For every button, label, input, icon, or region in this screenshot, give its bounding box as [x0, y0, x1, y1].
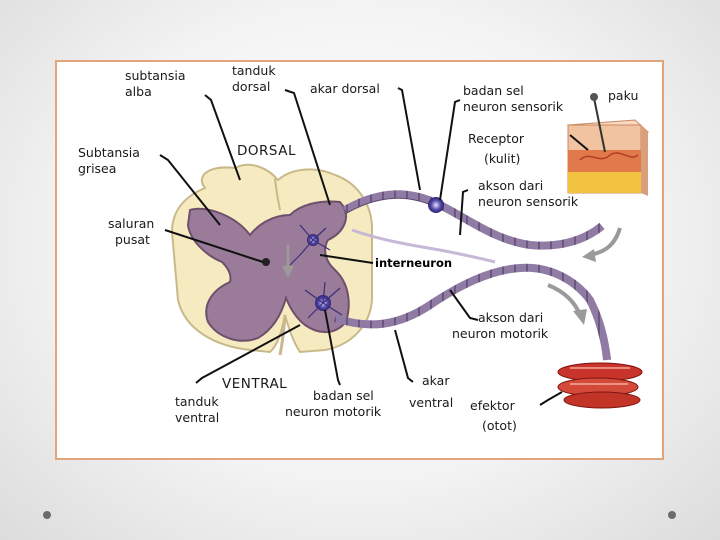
- label-subtansia-alba-1: subtansia: [125, 68, 186, 83]
- pin-head: [590, 93, 598, 101]
- label-akson-sensorik-1: akson dari: [478, 178, 543, 193]
- label-akson-motorik-1: akson dari: [478, 310, 543, 325]
- label-ventral-side: VENTRAL: [222, 376, 287, 392]
- label-saluran-pusat-2: pusat: [115, 232, 150, 247]
- label-dorsal-side: DORSAL: [237, 143, 296, 159]
- label-badan-sel-motorik-2: neuron motorik: [285, 404, 382, 419]
- label-efektor-1: efektor: [470, 398, 516, 413]
- label-saluran-pusat-1: saluran: [108, 216, 154, 231]
- central-canal: [262, 258, 270, 266]
- label-akar-dorsal: akar dorsal: [310, 81, 380, 96]
- label-tanduk-dorsal-2: dorsal: [232, 79, 270, 94]
- label-tanduk-dorsal-1: tanduk: [232, 63, 276, 78]
- label-badan-sel-sensorik-2: neuron sensorik: [463, 99, 564, 114]
- pin-shaft: [593, 97, 606, 153]
- label-akar-ventral-2: ventral: [409, 395, 453, 410]
- label-receptor-1: Receptor: [468, 131, 525, 146]
- label-interneuron: interneuron: [375, 256, 452, 270]
- skin-receptor-block: [566, 119, 650, 196]
- label-paku: paku: [608, 88, 638, 103]
- label-efektor-2: (otot): [482, 418, 517, 433]
- slide-bullet-right: [668, 511, 676, 519]
- label-receptor-2: (kulit): [484, 151, 520, 166]
- label-subtansia-alba-2: alba: [125, 84, 152, 99]
- label-tanduk-ventral-1: tanduk: [175, 394, 219, 409]
- label-tanduk-ventral-2: ventral: [175, 410, 219, 425]
- label-subtansia-grisea-2: grisea: [78, 161, 116, 176]
- sensory-axon: [343, 190, 605, 250]
- label-akar-ventral-1: akar: [422, 373, 450, 388]
- label-badan-sel-motorik-1: badan sel: [313, 388, 374, 403]
- sensory-cell-body: [428, 197, 444, 213]
- label-akson-sensorik-2: neuron sensorik: [478, 194, 579, 209]
- label-subtansia-grisea-1: Subtansia: [78, 145, 140, 160]
- slide-bullet-left: [43, 511, 51, 519]
- motor-axon: [333, 263, 611, 361]
- label-badan-sel-sensorik-1: badan sel: [463, 83, 524, 98]
- label-akson-motorik-2: neuron motorik: [452, 326, 549, 341]
- muscle-effector: [557, 362, 643, 409]
